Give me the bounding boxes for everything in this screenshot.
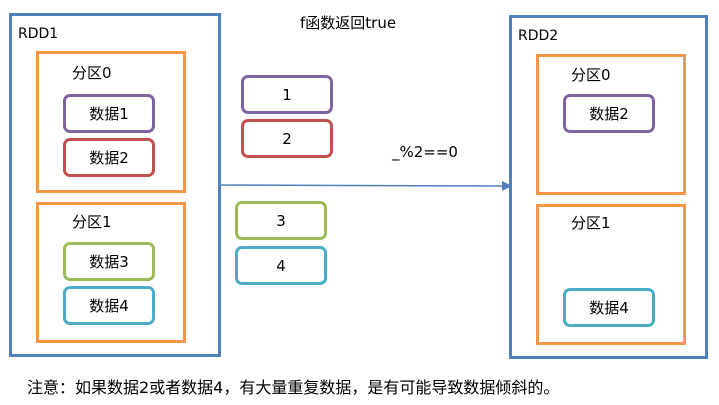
rdd2-data-item: 数据2 (563, 94, 655, 133)
rdd2-partition-1-label: 分区1 (571, 214, 611, 232)
rdd1-partition-1-label: 分区1 (72, 213, 112, 231)
transform-arrow (218, 181, 512, 191)
rdd2-partition-0-label: 分区0 (571, 66, 611, 84)
element-box: 2 (241, 119, 333, 158)
arrow-line (218, 184, 503, 187)
note-text: 注意：如果数据2或者数据4，有大量重复数据，是有可能导致数据倾斜的。 (27, 378, 560, 397)
rdd1-data-item: 数据4 (63, 286, 155, 325)
rdd1-data-item: 数据3 (63, 242, 155, 281)
rdd1-partition-0-label: 分区0 (72, 64, 112, 82)
arrow-head-icon (502, 181, 512, 191)
rdd2-label: RDD2 (518, 28, 559, 44)
rdd1-label: RDD1 (18, 26, 59, 42)
rdd2-data-item: 数据4 (563, 288, 655, 327)
element-box: 4 (235, 246, 327, 285)
element-box: 1 (241, 75, 333, 114)
element-box: 3 (235, 201, 327, 240)
diagram-title: f函数返回true (300, 14, 397, 32)
rdd1-data-item: 数据1 (63, 94, 155, 133)
rdd1-data-item: 数据2 (63, 138, 155, 177)
condition-label: _%2==0 (392, 143, 458, 161)
